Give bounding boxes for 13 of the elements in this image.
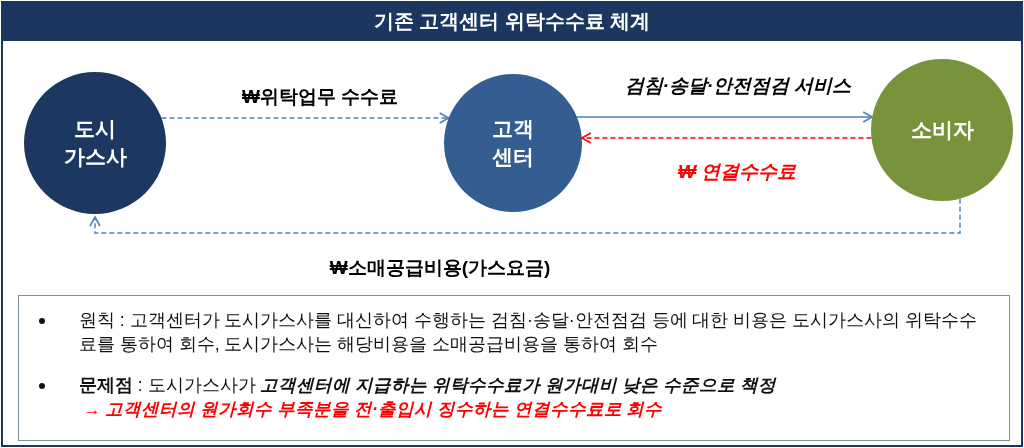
circle-node: 고객 센터 xyxy=(444,74,582,212)
title-text: 기존 고객센터 위탁수수료 체계 xyxy=(373,8,651,34)
arrow xyxy=(160,112,450,124)
arrow xyxy=(581,132,873,144)
note-text: 원칙 : 고객센터가 도시가스사를 대신하여 수행하는 검침·송달·안전점검 등에 대한 비용은 도시가스사의 위탁수수료를 통하여 회수, 도시가스사는 해당비용을 소매공급비용을 통하여 회수 xyxy=(79,309,978,356)
circle-node: 도시 가스사 xyxy=(24,72,166,214)
circle-node: 소비자 xyxy=(871,59,1013,201)
arrow xyxy=(89,197,961,234)
edge-label: ₩ 연결수수료 xyxy=(674,160,800,184)
note-text: → 고객센터의 원가회수 부족분을 전·출입시 징수하는 연결수수료로 회수 xyxy=(83,398,664,421)
note-text: 문제점 : 도시가스사가 고객센터에 지급하는 위탁수수료가 원가대비 낮은 수준으로 책정 xyxy=(79,374,778,397)
arrow xyxy=(576,111,873,123)
note-box xyxy=(18,295,1010,441)
